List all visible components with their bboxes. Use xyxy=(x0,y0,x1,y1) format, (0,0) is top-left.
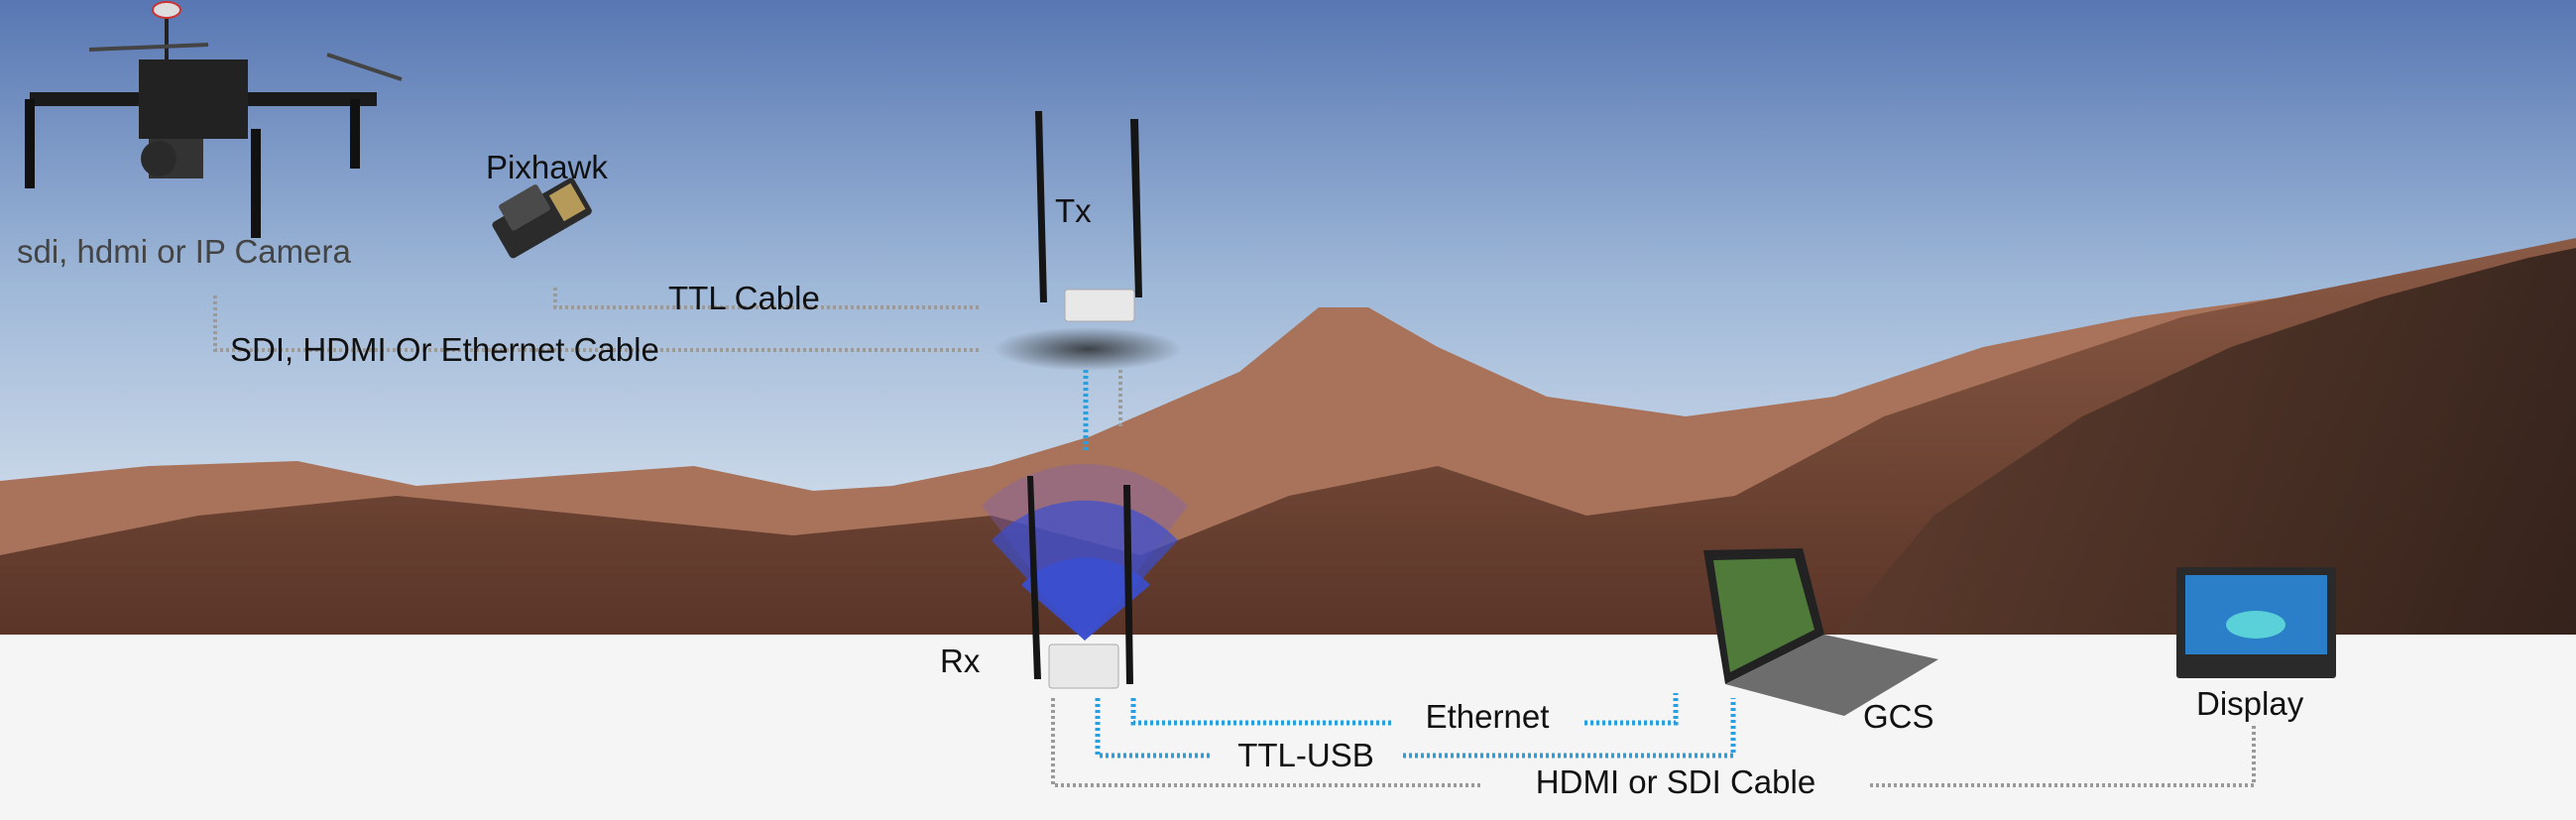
ethernet-line xyxy=(1130,693,1679,726)
tx-shadow xyxy=(994,327,1182,371)
video-cable-line-air xyxy=(213,295,981,352)
label-backdrop xyxy=(1482,761,1869,797)
label-backdrop xyxy=(1393,702,1581,738)
ttl-cable-label: TTL Cable xyxy=(668,280,820,316)
video-cable-label-ground: HDMI or SDI Cable xyxy=(1536,763,1815,800)
display-monitor-icon xyxy=(2176,567,2336,678)
ttl-usb-label: TTL-USB xyxy=(1237,737,1374,773)
ethernet-label: Ethernet xyxy=(1426,698,1550,735)
ground-band xyxy=(0,635,2576,820)
rx-label: Rx xyxy=(940,643,981,679)
drone-camera-icon xyxy=(25,1,403,238)
pixhawk-icon xyxy=(492,177,592,259)
camera-label: sdi, hdmi or IP Camera xyxy=(17,233,351,270)
gcs-laptop-icon xyxy=(1703,548,1938,716)
display-label: Display xyxy=(2196,685,2304,722)
label-backdrop xyxy=(1210,736,1403,771)
tx-transmitter-icon xyxy=(1035,111,1142,322)
video-cable-label-air: SDI, HDMI Or Ethernet Cable xyxy=(230,331,659,368)
pixhawk-label: Pixhawk xyxy=(486,149,608,185)
mountain-shadow xyxy=(1834,248,2576,635)
video-cable-line-ground xyxy=(1051,698,2256,787)
ttl-usb-line xyxy=(1095,698,1736,759)
tx-label: Tx xyxy=(1055,192,1092,229)
ttl-cable-line xyxy=(553,288,981,309)
gcs-label: GCS xyxy=(1863,698,1934,735)
rx-receiver-icon xyxy=(1027,476,1133,689)
